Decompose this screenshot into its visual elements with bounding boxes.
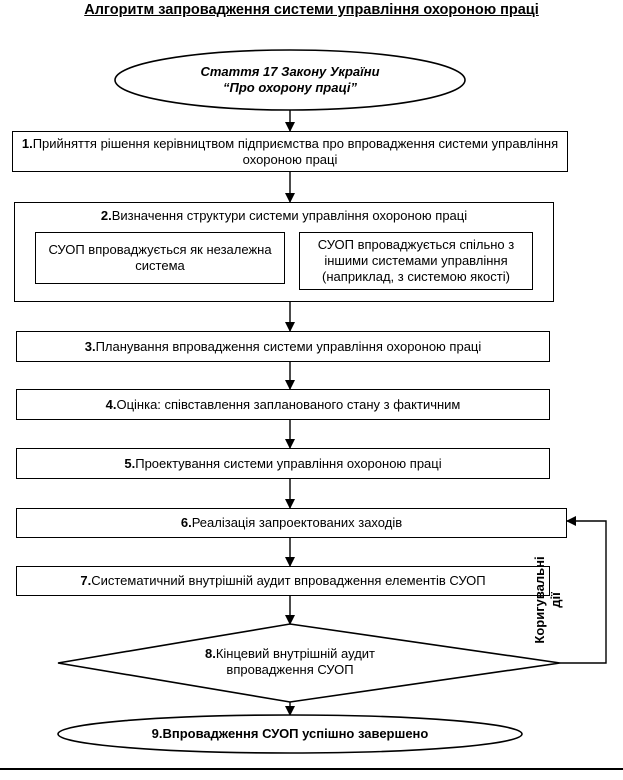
decision-label: 8.Кінцевий внутрішній аудит впровадження… xyxy=(170,646,410,678)
option-integrated-text: СУОП впроваджується спільно з іншими сис… xyxy=(317,237,515,284)
step-1-number: 1. xyxy=(21,135,33,151)
step-2-number: 2. xyxy=(100,208,112,223)
step-3-number: 3. xyxy=(84,338,96,354)
decision-line-2: впровадження СУОП xyxy=(226,662,354,677)
page-title: Алгоритм запровадження системи управлінн… xyxy=(84,2,539,18)
feedback-line-2: дії xyxy=(548,592,563,608)
step-5-text: Проектування системи управління охороною… xyxy=(135,455,442,471)
bottom-rule xyxy=(0,768,623,770)
decision-number: 8. xyxy=(204,646,216,661)
start-line-2: “Про охорону праці” xyxy=(222,80,357,95)
step-7-text: Систематичний внутрішній аудит впровадже… xyxy=(91,573,486,588)
step-6-text: Реалізація запроектованих заходів xyxy=(191,515,403,530)
step-5-number: 5. xyxy=(124,455,136,471)
feedback-line-1: Коригувальні xyxy=(532,556,547,644)
step-1-text: Прийняття рішення керівництвом підприємс… xyxy=(32,135,559,167)
step-2-text: Визначення структури системи управління … xyxy=(111,208,468,223)
start-line-1: Стаття 17 Закону України xyxy=(200,64,380,79)
feedback-loop-line xyxy=(560,516,607,664)
step-4-number: 4. xyxy=(105,396,117,412)
end-text: Впровадження СУОП успішно завершено xyxy=(162,726,429,741)
step-6-number: 6. xyxy=(180,515,192,530)
step-7-number: 7. xyxy=(80,573,92,588)
decision-diamond xyxy=(57,623,561,703)
option-independent-text: СУОП впроваджується як незалежна система xyxy=(48,242,272,273)
step-5-box: 5.Проектування системи управління охорон… xyxy=(16,448,550,479)
step-3-box: 3.Планування впровадження системи управл… xyxy=(16,331,550,362)
decision-line-1: Кінцевий внутрішній аудит xyxy=(215,646,376,661)
step-4-box: 4.Оцінка: співставлення запланованого ст… xyxy=(16,389,550,420)
feedback-label: Коригувальні дії xyxy=(532,554,568,646)
end-number: 9. xyxy=(151,726,163,741)
step-7-box: 7.Систематичний внутрішній аудит впровад… xyxy=(16,566,550,596)
start-label: Стаття 17 Закону України “Про охорону пр… xyxy=(140,64,440,96)
step-3-text: Планування впровадження системи управлін… xyxy=(95,338,482,354)
step-1-box: 1.Прийняття рішення керівництвом підприє… xyxy=(12,131,568,172)
option-independent-box: СУОП впроваджується як незалежна система xyxy=(35,232,285,284)
step-4-text: Оцінка: співставлення запланованого стан… xyxy=(116,396,461,412)
step-6-box: 6.Реалізація запроектованих заходів xyxy=(16,508,567,538)
option-integrated-box: СУОП впроваджується спільно з іншими сис… xyxy=(299,232,533,290)
end-label: 9.Впровадження СУОП успішно завершено xyxy=(60,726,520,742)
end-ellipse xyxy=(57,714,523,754)
